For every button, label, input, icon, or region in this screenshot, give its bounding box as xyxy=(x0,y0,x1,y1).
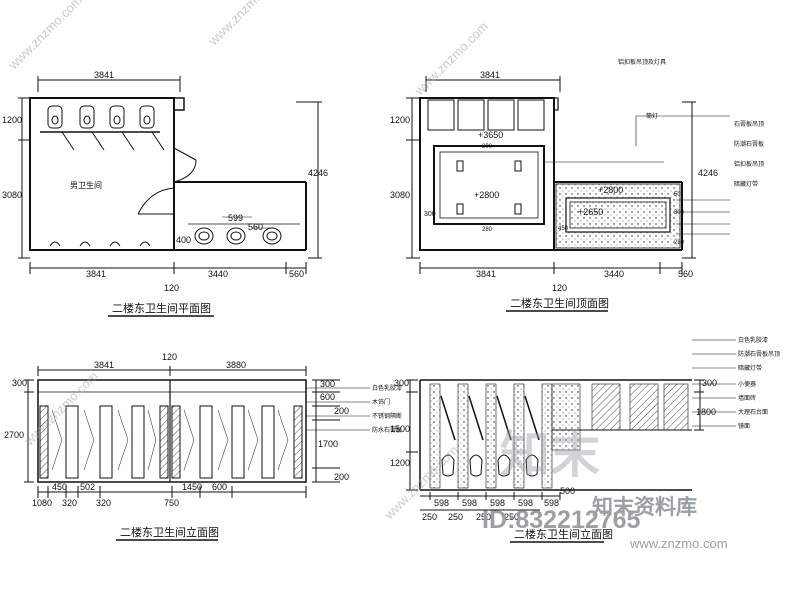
floor-plan-labels: 3841 1200 3080 4246 3841 3440 560 120 59… xyxy=(2,70,328,317)
dim-left: 2700 xyxy=(4,430,24,440)
elevation-1-caption: 二楼东卫生间立面图 xyxy=(120,525,219,539)
dim-bottom: 598 xyxy=(490,498,505,508)
dim-top-mid: 120 xyxy=(162,352,177,362)
dim-left: 1500 xyxy=(390,424,410,434)
dim-left-lower: 3080 xyxy=(2,190,22,200)
ceiling-note: 铝扣板吊顶及灯具 xyxy=(618,58,666,66)
leader-label: 防水石膏板 xyxy=(372,426,402,434)
dim-bottom: 450 xyxy=(52,482,67,492)
leader-label: 白色乳胶漆 xyxy=(738,336,768,344)
dim-left: 1200 xyxy=(390,458,410,468)
floor-plan-caption: 二楼东卫生间平面图 xyxy=(112,301,211,315)
leader-label: 墙面砖 xyxy=(738,394,756,402)
dim-right: 300 xyxy=(320,379,335,389)
dim-inner-bottom: 280 xyxy=(482,227,493,233)
dim-bottom: 598 xyxy=(518,498,533,508)
dim-right: 1700 xyxy=(318,439,338,449)
dim-bottom: 750 xyxy=(164,498,179,508)
elevation-view-2 xyxy=(406,339,736,511)
dim-bottom: 598 xyxy=(544,498,559,508)
dim-top-right: 3880 xyxy=(226,360,246,370)
dim-bottom-mid: 3440 xyxy=(604,269,624,279)
elevation-mark: +2800 xyxy=(598,185,623,195)
dim-bottom-left: 3841 xyxy=(476,269,496,279)
leader-label: 镜面 xyxy=(738,422,750,430)
elevation-view-2-labels: 300 1800 300 1500 1200 598 598 598 598 5… xyxy=(390,336,780,543)
leader-label: 石膏板吊顶 xyxy=(734,120,764,128)
dim-top-left: 3841 xyxy=(94,360,114,370)
leader-label: 白色乳胶漆 xyxy=(372,384,402,392)
dim-bottom-right: 560 xyxy=(289,269,304,279)
dim-bottom: 250 xyxy=(448,512,463,522)
leader-label: 木饰门 xyxy=(372,398,390,406)
leader-label: 防潮石膏板吊顶 xyxy=(738,350,780,358)
elevation-view-1 xyxy=(24,366,370,498)
leader-label: 暗藏灯带 xyxy=(738,364,762,372)
elevation-mark: +2650 xyxy=(578,207,603,217)
dim-bottom: 598 xyxy=(434,498,449,508)
dim-bottom: 600 xyxy=(212,482,227,492)
watermark-brand: 知末 知末资料库 ID:832212765 www.znzmo.com xyxy=(482,427,728,551)
dim-bottom: 320 xyxy=(96,498,111,508)
dim-right-height: 4246 xyxy=(308,168,328,178)
dim-side: 280 xyxy=(674,240,685,246)
dim-top-width: 3841 xyxy=(480,70,500,80)
dim-right: 300 xyxy=(702,378,717,388)
dim-bottom: 502 xyxy=(80,482,95,492)
dim-left-lower: 3080 xyxy=(390,190,410,200)
dim-inner-top: 300 xyxy=(482,144,493,150)
dim-right: 1800 xyxy=(696,407,716,417)
dim-bottom: 1080 xyxy=(32,498,52,508)
dim-below: 120 xyxy=(552,283,567,293)
ceiling-plan-labels: 3841 1200 3080 4246 3841 3440 560 120 +3… xyxy=(390,58,764,312)
dim-side: 300 xyxy=(424,211,436,218)
elevation-view-1-labels: 3841 3880 120 300 2700 300 600 200 1700 … xyxy=(4,352,402,541)
dim-side: 50 xyxy=(674,192,681,198)
elevation-mark: +2800 xyxy=(474,190,499,200)
watermark-url: www.znzmo.com xyxy=(629,536,728,551)
elevation-2-caption: 二楼东卫生间立面图 xyxy=(514,527,613,541)
dim-left-upper: 1200 xyxy=(2,115,22,125)
leader-label: 大理石台面 xyxy=(738,408,768,416)
ceiling-plan xyxy=(406,76,730,274)
dim-left: 300 xyxy=(12,378,27,388)
dim-right: 200 xyxy=(334,406,349,416)
leader-label: 铝扣板吊顶 xyxy=(734,160,764,168)
leader-label: 暗藏灯带 xyxy=(734,180,758,188)
dim-bottom-left: 3841 xyxy=(86,269,106,279)
dim-side: 450 xyxy=(558,226,569,232)
dim-bottom: 500 xyxy=(560,486,575,496)
dim-left-upper: 1200 xyxy=(390,115,410,125)
floor-plan xyxy=(18,76,322,274)
dim-right-height: 4246 xyxy=(698,168,718,178)
watermark-logo: 知末 xyxy=(500,427,600,483)
dim-top-width: 3841 xyxy=(94,70,114,80)
dim-left: 300 xyxy=(394,378,409,388)
dim-below: 120 xyxy=(164,283,179,293)
dim-basin-edge: 400 xyxy=(176,235,191,245)
leader-label: 不锈钢隔断 xyxy=(372,412,402,420)
dim-bottom: 320 xyxy=(62,498,77,508)
leader-label: 防潮石膏板 xyxy=(734,140,764,148)
dim-bottom: 1450 xyxy=(182,482,202,492)
watermark-brand-name: 知末资料库 xyxy=(592,495,697,519)
dim-right: 600 xyxy=(320,392,335,402)
dim-side: 300 xyxy=(674,210,685,216)
dim-bottom-right: 560 xyxy=(678,269,693,279)
dim-bottom: 598 xyxy=(462,498,477,508)
room-label: 男卫生间 xyxy=(70,180,102,190)
leader-label: 小便器 xyxy=(738,380,756,388)
dim-bottom: 250 xyxy=(476,512,491,522)
dim-bottom: 250 xyxy=(422,512,437,522)
watermark-id: ID:832212765 xyxy=(482,506,641,534)
dim-right: 200 xyxy=(334,472,349,482)
dim-bottom: 250 xyxy=(504,512,519,522)
ceiling-plan-caption: 二楼东卫生间顶面图 xyxy=(510,296,609,310)
dim-basin-gap: 599 xyxy=(228,213,243,223)
elevation-mark: +3650 xyxy=(478,130,503,140)
dim-bottom-mid: 3440 xyxy=(208,269,228,279)
dim-basin-width: 560 xyxy=(248,222,263,232)
leader-label: 筒灯 xyxy=(646,112,658,120)
